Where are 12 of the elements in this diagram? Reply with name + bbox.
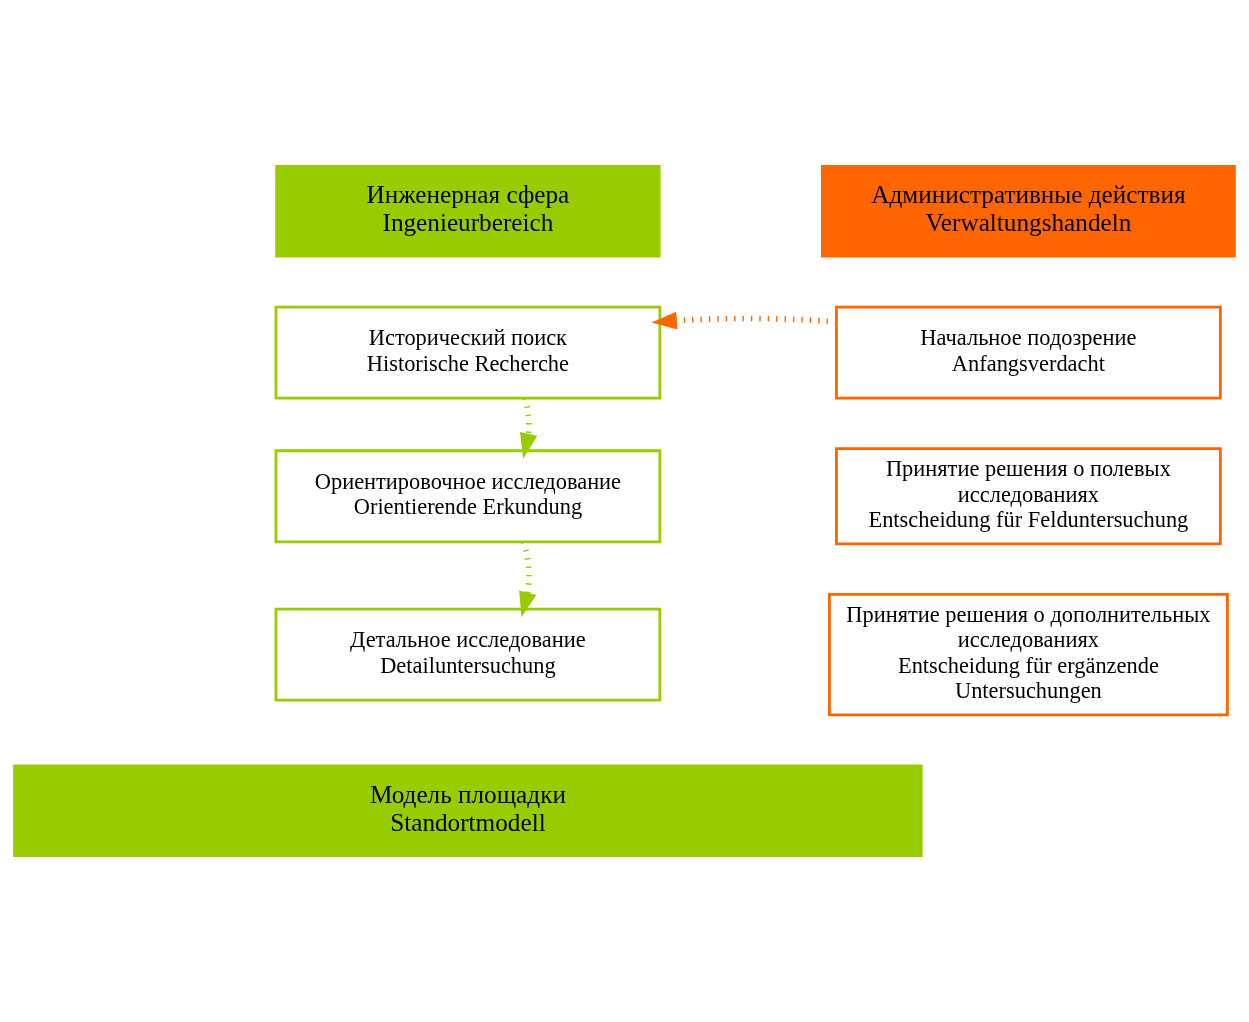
node-box: Принятие решения о полевых исследованиях Entscheidung für Felduntersuchung <box>835 447 1222 546</box>
node-box: Принятие решения о дополнительных исследованиях Entscheidung für ergänzende Untersuchungen <box>828 592 1229 717</box>
arrow <box>651 311 837 330</box>
node-box: Модель площадки Standortmodell <box>13 764 923 858</box>
node-box: Начальное подозрение Anfangsverdacht <box>835 305 1222 400</box>
node-box: Ориентировочное исследование Orientierende Erkundung <box>274 449 662 544</box>
node-box: Административные действия Verwaltungshandeln <box>821 164 1236 258</box>
arrow <box>519 541 537 618</box>
node-box: Детальное исследование Detailuntersuchung <box>274 607 662 702</box>
arrow <box>519 397 538 459</box>
node-box: Инженерная сфера Ingenieurbereich <box>275 164 661 258</box>
node-box: Исторический поиск Historische Recherche <box>274 305 662 400</box>
